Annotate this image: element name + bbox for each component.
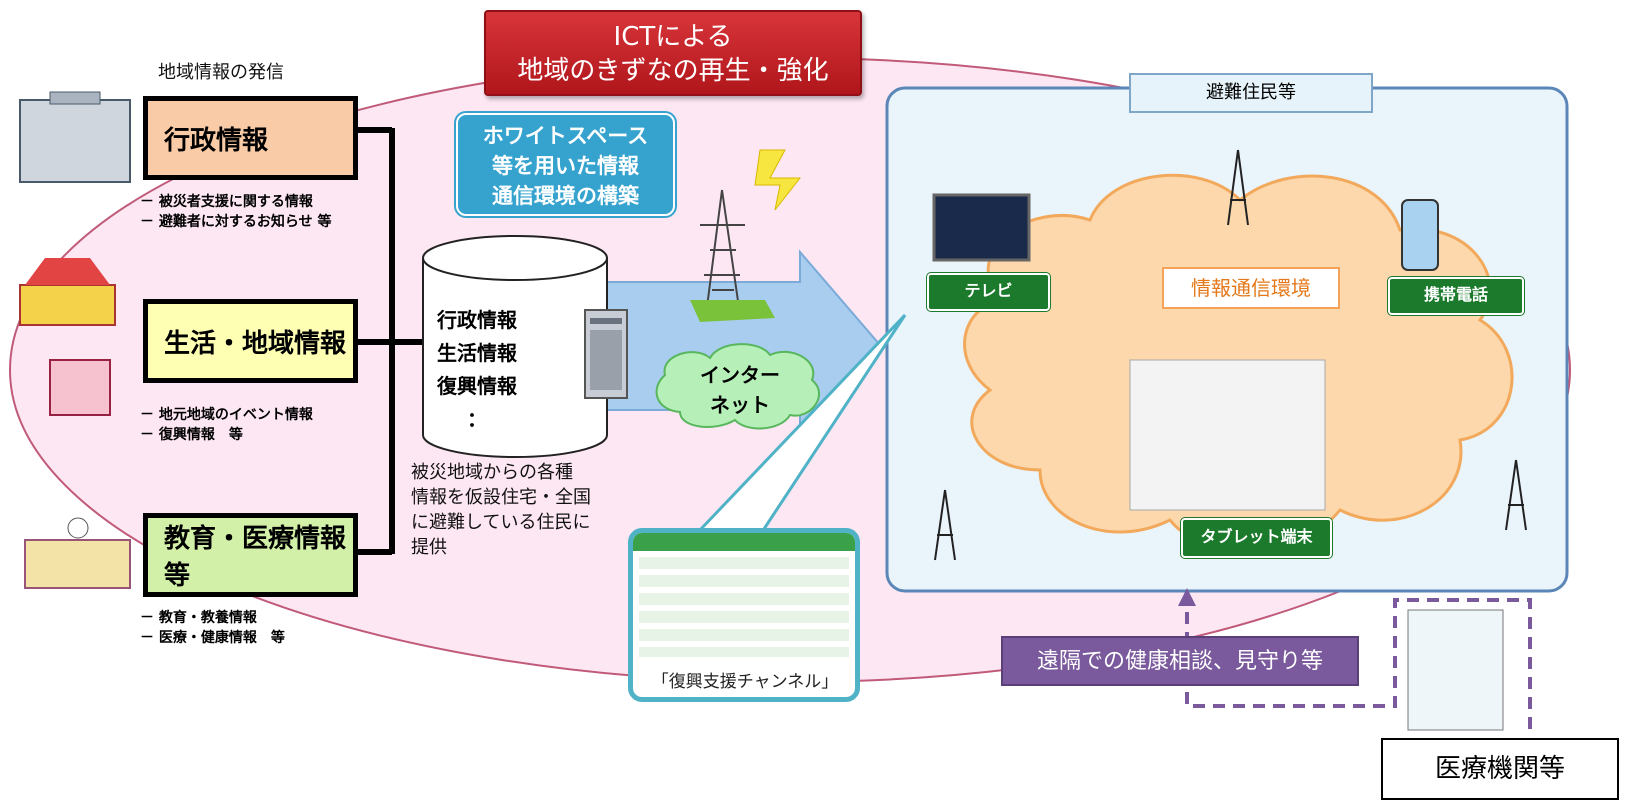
channel-header-bar [633, 533, 855, 551]
desc-line: 被災地域からの各種 [411, 462, 573, 483]
channel-content [639, 557, 849, 657]
internet-line: ネット [710, 393, 770, 417]
title-line2: 地域のきずなの再生・強化 [517, 56, 829, 86]
internet-cloud [655, 343, 820, 430]
bullet-item: － 被災者支援に関する情報 [140, 194, 313, 210]
bubble-line: ホワイトスペース [482, 124, 649, 148]
doctor-illustration [1407, 609, 1504, 731]
internet-label: インター ネット [660, 360, 820, 420]
bullet-item: － 復興情報 等 [140, 427, 243, 443]
bullet-item: － 医療・健康情報 等 [140, 630, 285, 646]
bullet-item: － 避難者に対するお知らせ 等 [140, 214, 332, 230]
title-banner: ICTによる 地域のきずなの再生・強化 [484, 10, 862, 96]
database-description: 被災地域からの各種 情報を仮設住宅・全国 に避難している住民に 提供 [411, 460, 591, 560]
edu-info-box: 教育・医療情報等 [143, 513, 358, 597]
bullet-item: － 教育・教養情報 [140, 610, 257, 626]
shop-icon [19, 258, 116, 416]
database-contents: 行政情報 生活情報 復興情報 ： [437, 304, 517, 436]
life-bullets: － 地元地域のイベント情報 － 復興情報 等 [140, 405, 313, 445]
office-building-icon [19, 91, 131, 183]
internet-line: インター [700, 363, 780, 387]
whitespace-bubble: ホワイトスペース 等を用いた情報 通信環境の構築 [456, 113, 675, 216]
server-icon [584, 309, 628, 399]
phone-illustration [1401, 199, 1439, 271]
tablet-scene-illustration [1129, 359, 1326, 511]
channel-screenshot [628, 528, 860, 702]
tablet-label: タブレット端末 [1181, 518, 1332, 558]
title-line1: ICTによる [613, 22, 733, 52]
remote-dashed-line [1185, 592, 1532, 737]
desc-line: に避難している住民に [411, 512, 591, 533]
bullet-item: － 地元地域のイベント情報 [140, 407, 313, 423]
antenna-icons [934, 149, 1527, 561]
source-heading: 地域情報の発信 [158, 62, 284, 83]
mobile-label: 携帯電話 [1388, 277, 1524, 315]
desc-line: 情報を仮設住宅・全国 [411, 487, 591, 508]
network-environment-label: 情報通信環境 [1162, 267, 1340, 309]
desc-line: 提供 [411, 537, 447, 558]
database-item: 行政情報 [437, 308, 517, 332]
database-cylinder [422, 235, 608, 458]
tv-label: テレビ [927, 273, 1050, 311]
tower-base [690, 300, 775, 322]
tv-illustration [932, 193, 1031, 262]
database-item: 復興情報 [437, 374, 517, 398]
database-item: 生活情報 [437, 341, 517, 365]
evacuees-label: 避難住民等 [1129, 73, 1373, 113]
tower-icon [700, 189, 745, 316]
channel-caption: 「復興支援チャンネル」 [651, 672, 839, 692]
school-icon [24, 517, 131, 589]
life-info-box: 生活・地域情報 [143, 299, 358, 383]
bubble-line: 等を用いた情報 [492, 154, 639, 178]
admin-info-box: 行政情報 [143, 96, 358, 180]
medical-institution-label: 医療機関等 [1381, 738, 1619, 800]
edu-bullets: － 教育・教養情報 － 医療・健康情報 等 [140, 608, 285, 648]
database-item: ： [467, 407, 487, 431]
remote-consultation-label: 遠隔での健康相談、見守り等 [1001, 636, 1359, 686]
admin-bullets: － 被災者支援に関する情報 － 避難者に対するお知らせ 等 [140, 192, 331, 232]
bubble-line: 通信環境の構築 [492, 184, 639, 208]
lightning-icon [754, 149, 802, 211]
